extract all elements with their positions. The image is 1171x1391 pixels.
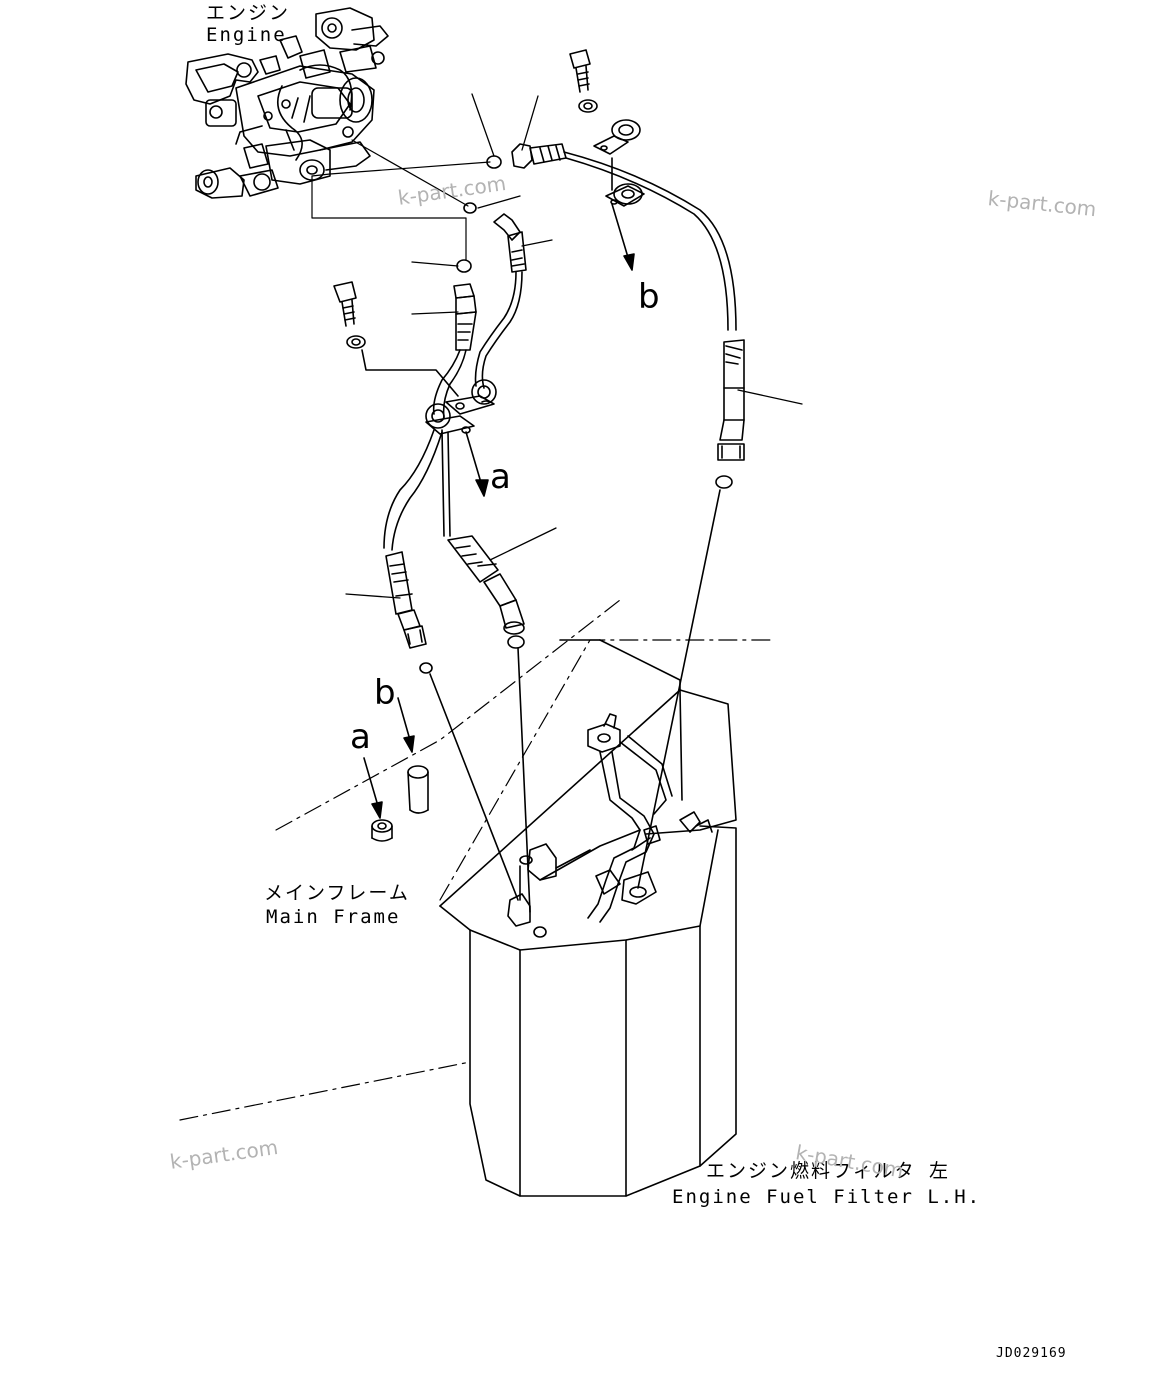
lower-reference-arrows	[363, 697, 415, 819]
filter-head-piping	[507, 713, 713, 938]
right-hose-end	[637, 339, 745, 889]
main-frame-label-jp: メインフレーム	[264, 882, 410, 904]
drawing-number: JD029169	[996, 1346, 1067, 1361]
engine-label-en: Engine	[206, 24, 287, 46]
fitting-top-right	[511, 143, 737, 331]
elbow-fitting-upper	[474, 213, 527, 389]
callout-lines	[345, 93, 803, 599]
left-bolt-washer	[333, 281, 459, 397]
middle-clamp-assembly	[425, 379, 497, 497]
right-clamp-assembly	[569, 49, 645, 271]
ref-letter-a-lower: a	[350, 717, 371, 757]
lower-left-fitting	[385, 551, 519, 901]
engine-leader-lines	[311, 139, 491, 261]
engine-label-jp: エンジン	[206, 2, 291, 24]
fuel-filter-label-en: Engine Fuel Filter L.H.	[672, 1186, 982, 1208]
spacer-bushings	[371, 765, 429, 842]
ref-letter-b-lower: b	[374, 673, 396, 713]
lower-hoses	[383, 400, 491, 551]
main-frame-label-en: Main Frame	[266, 906, 401, 928]
engine-assembly	[185, 7, 389, 199]
ref-letter-b-upper: b	[638, 277, 660, 317]
ref-letter-a-middle: a	[490, 457, 511, 497]
fuel-filter-label-jp: エンジン燃料フィルタ 左	[706, 1160, 951, 1182]
